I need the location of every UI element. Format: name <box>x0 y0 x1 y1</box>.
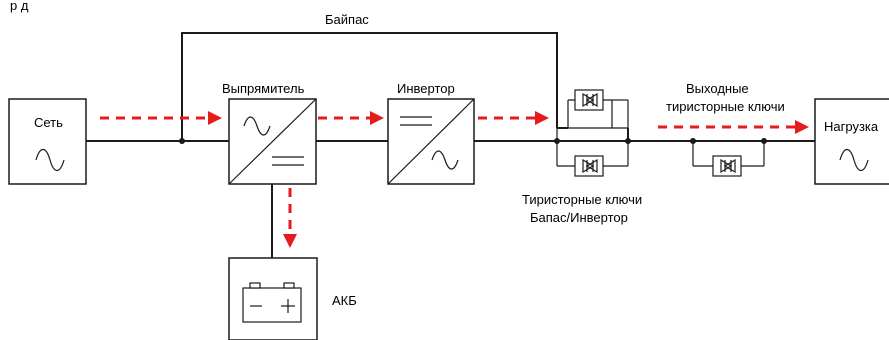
top-partial-text: р д <box>10 0 29 13</box>
sine-wave-icon <box>35 148 65 172</box>
flow-arrowhead <box>370 111 384 125</box>
bypass-label: Байпас <box>325 12 369 27</box>
dc-ac-icon <box>431 150 459 170</box>
sine-wave-icon <box>839 148 869 172</box>
ac-dc-icon <box>243 116 271 136</box>
bypass-line <box>181 32 558 141</box>
load-label: Нагрузка <box>824 119 879 134</box>
bypass-thyristor-switch <box>556 89 629 141</box>
power-flow-arrows <box>100 111 809 248</box>
mains-label: Сеть <box>34 115 63 130</box>
rectifier-block: Выпрямитель <box>222 81 317 185</box>
output-thyristor-switch <box>690 138 767 177</box>
inverter-label: Инвертор <box>397 81 455 96</box>
output-switch-label-line1: Выходные <box>686 81 749 96</box>
flow-arrowhead <box>283 234 297 248</box>
flow-arrowhead <box>535 111 549 125</box>
junction-dot <box>179 138 185 144</box>
battery-icon <box>242 282 302 323</box>
flow-arrowhead <box>795 120 809 134</box>
battery-label: АКБ <box>332 293 357 308</box>
transfer-switch-label-line1: Тиристорные ключи <box>522 192 642 207</box>
load-block: Нагрузка <box>814 98 889 185</box>
output-switch-label-line2: тиристорные ключи <box>666 99 785 114</box>
flow-arrowhead <box>208 111 222 125</box>
battery-block: АКБ <box>228 257 357 340</box>
thyristor-pair-icon <box>567 89 629 129</box>
thyristor-pair-icon <box>557 155 628 177</box>
thyristor-pair-icon <box>712 155 742 177</box>
inverter-block: Инвертор <box>387 81 475 185</box>
mains-block: Сеть <box>8 98 87 185</box>
transfer-switch-label-line2: Бапас/Инвертор <box>530 210 628 225</box>
inverter-thyristor-switch <box>556 141 629 177</box>
rectifier-label: Выпрямитель <box>222 81 305 96</box>
